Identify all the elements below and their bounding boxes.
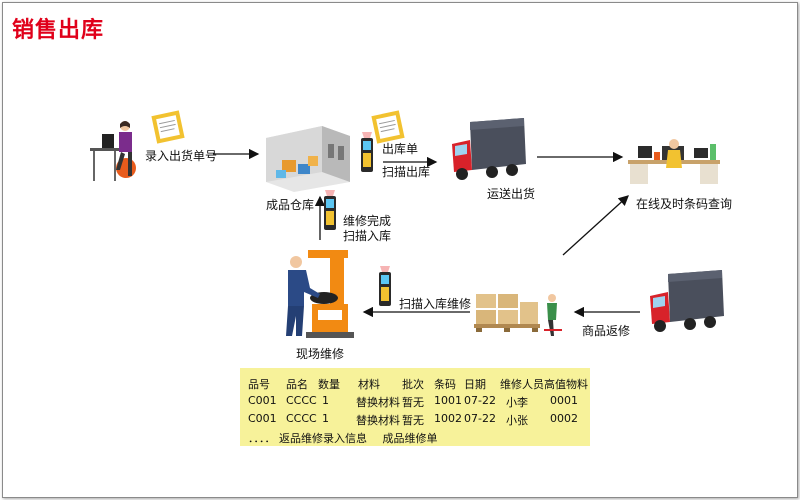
label-out-order: 出库单 — [382, 142, 419, 156]
table-cell: 暂无 — [402, 414, 424, 427]
delivery-truck-icon — [452, 118, 526, 180]
table-cell: 07-22 — [464, 412, 496, 425]
label-online-query: 在线及时条码查询 — [636, 197, 733, 211]
table-footer-dots: ．．．． — [248, 432, 276, 445]
table-header-cell: 数量 — [318, 378, 340, 391]
table-cell: 0002 — [550, 412, 578, 425]
label-repair-done: 维修完成 — [343, 214, 392, 228]
table-cell: C001 — [248, 394, 277, 407]
pallet-goods-icon — [474, 294, 562, 336]
table-header-cell: 品号 — [248, 378, 270, 391]
label-shipping: 运送出货 — [487, 187, 536, 201]
office-workstation-icon — [628, 139, 720, 184]
label-scan-in-repair: 扫描入库维修 — [399, 297, 472, 311]
clipboard-icon — [151, 110, 185, 144]
label-warehouse: 成品仓库 — [266, 198, 315, 212]
delivery-truck-icon — [650, 270, 724, 332]
table-header-cell: 维修人员 — [500, 378, 544, 391]
label-enter-order: 录入出货单号 — [145, 149, 218, 163]
table-cell: 替换材料 — [356, 414, 400, 427]
table-footer-label: 返品维修录入信息 — [279, 432, 367, 445]
table-cell: 1002 — [434, 412, 462, 425]
table-header-cell: 批次 — [402, 378, 424, 391]
label-scan-out: 扫描出库 — [382, 165, 431, 179]
table-cell: 小李 — [506, 396, 528, 409]
table-cell: 07-22 — [464, 394, 496, 407]
table-header-cell: 条码 — [434, 378, 456, 391]
page-title: 销售出库 — [12, 18, 105, 43]
table-cell: 暂无 — [402, 396, 424, 409]
table-cell: CCCC — [286, 412, 317, 425]
repair-record-table: 品号 品名 数量 材料 批次 条码 日期 维修人员 高值物料 C001 CCCC… — [240, 368, 590, 446]
table-cell: 1 — [322, 412, 329, 425]
tire-repair-station-icon — [286, 250, 354, 338]
table-cell: 替换材料 — [356, 396, 400, 409]
label-repair-scan-in: 扫描入库 — [343, 229, 392, 243]
table-header-cell: 材料 — [358, 378, 380, 391]
table-cell: 1 — [322, 394, 329, 407]
barcode-scanner-icon — [361, 132, 373, 172]
table-footer: ．．．． 返品维修录入信息 成品维修单 — [248, 430, 438, 446]
table-cell: 0001 — [550, 394, 578, 407]
table-header-cell: 高值物料 — [544, 378, 588, 391]
clipboard-icon — [371, 110, 405, 144]
table-header-cell: 日期 — [464, 378, 486, 391]
table-footer-label: 成品维修单 — [382, 432, 438, 445]
arrow-pallet-to-query — [562, 195, 629, 256]
table-cell: 小张 — [506, 414, 528, 427]
table-cell: C001 — [248, 412, 277, 425]
table-cell: CCCC — [286, 394, 317, 407]
table-header-cell: 品名 — [286, 378, 308, 391]
warehouse-icon — [266, 126, 350, 192]
table-cell: 1001 — [434, 394, 462, 407]
barcode-scanner-icon — [379, 266, 391, 306]
office-clerk-icon — [90, 121, 136, 181]
barcode-scanner-icon — [324, 190, 336, 230]
label-onsite-repair: 现场维修 — [296, 347, 345, 361]
label-return-repair: 商品返修 — [582, 324, 631, 338]
